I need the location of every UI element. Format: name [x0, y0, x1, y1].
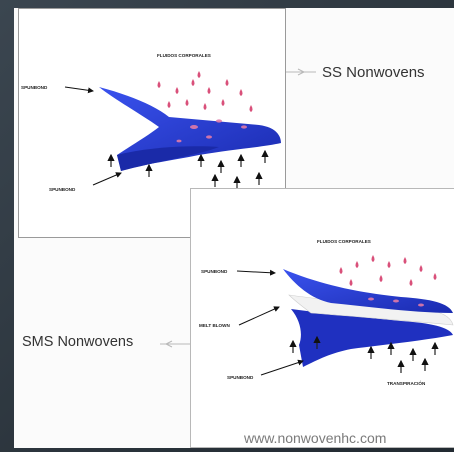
- ss-nonwovens-title: SS Nonwovens: [322, 64, 425, 81]
- ss-fluid-drops: [158, 71, 253, 112]
- sms-label-spunbond-top: SPUNBOND: [201, 269, 228, 274]
- sms-label-pointers: [237, 271, 303, 375]
- sms-label-fluids: FLUIDOS CORPORALES: [317, 239, 371, 244]
- sms-label-spunbond-bottom: SPUNBOND: [227, 375, 254, 380]
- ss-label-spunbond-top: SPUNBOND: [21, 85, 48, 90]
- sms-label-meltblown: MELT BLOWN: [199, 323, 230, 328]
- sms-nonwovens-title: SMS Nonwovens: [22, 334, 133, 350]
- ss-label-pointers: [65, 87, 121, 185]
- sms-diagram: FLUIDOS CORPORALES SPUNBOND MELT BLOWN S…: [191, 189, 454, 447]
- watermark-url: www.nonwovenhc.com: [244, 430, 386, 446]
- ss-label-fluids: FLUIDOS CORPORALES: [157, 53, 211, 58]
- ss-label-spunbond-bottom: SPUNBOND: [49, 187, 76, 192]
- sms-fluid-drops: [340, 255, 437, 286]
- sms-label-transpiration: TRANSPIRACIÓN: [387, 379, 426, 386]
- sms-diagram-panel: FLUIDOS CORPORALES SPUNBOND MELT BLOWN S…: [190, 188, 454, 448]
